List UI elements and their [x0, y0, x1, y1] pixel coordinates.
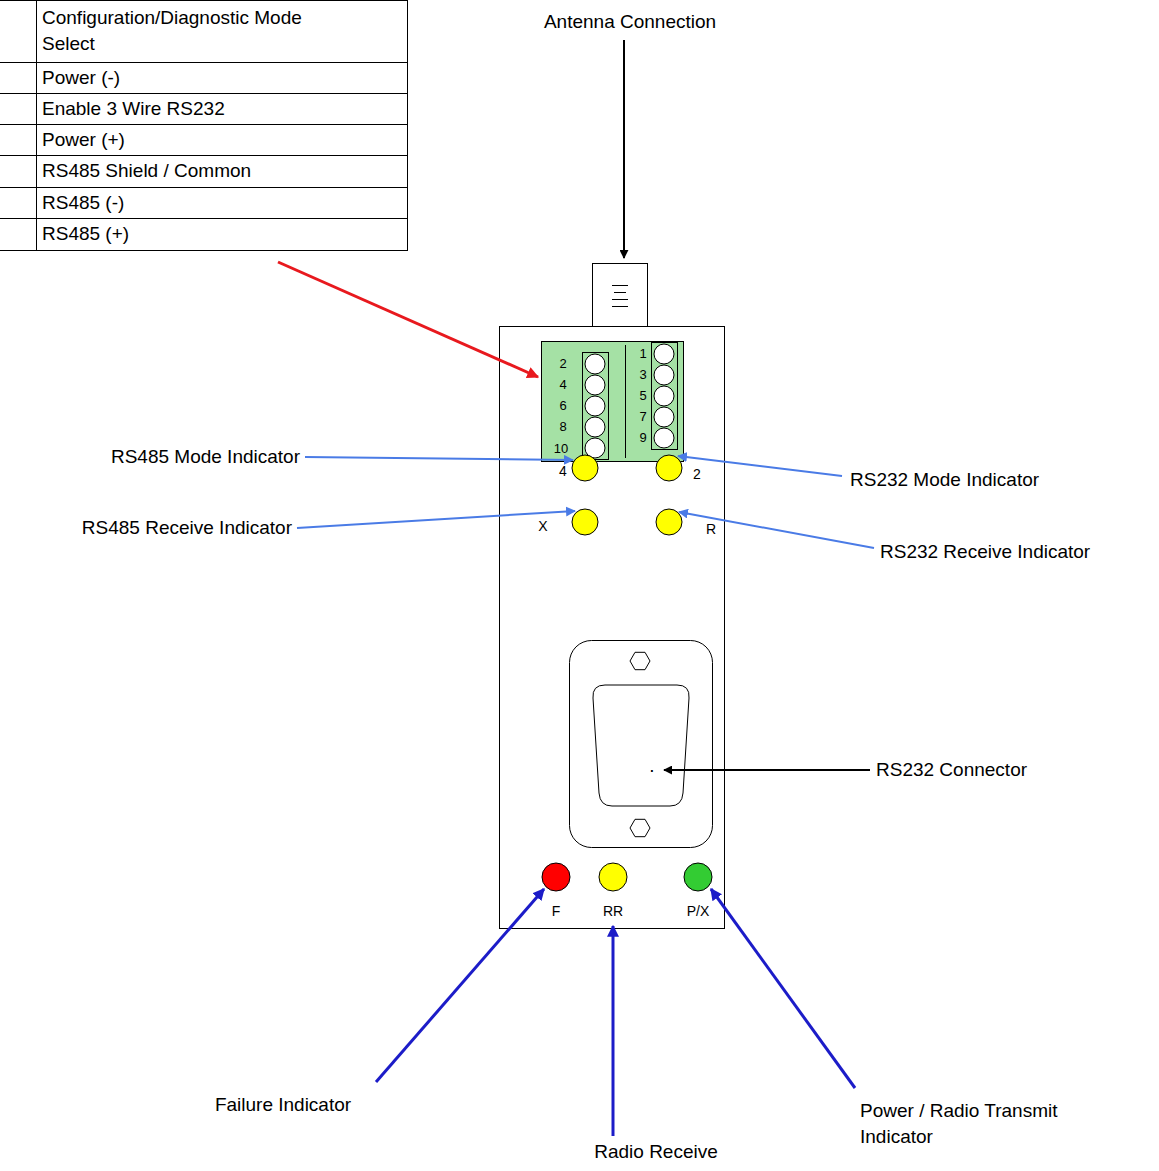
terminal-screw [654, 386, 674, 406]
pin-number: 2 [559, 356, 566, 372]
pin-function-cell: RS485 (-) [42, 192, 124, 215]
led-marking: P/X [687, 903, 710, 920]
antenna-connector [593, 264, 648, 327]
led-marking: F [552, 903, 561, 920]
pin-number: 8 [559, 419, 566, 435]
pin-function-cell: Enable 3 Wire RS232 [42, 98, 225, 121]
terminal-screw [654, 407, 674, 427]
terminal-screws [585, 344, 674, 458]
pin-number: 9 [639, 430, 646, 446]
callout-label: Power / Radio Transmit Indicator [860, 1098, 1075, 1149]
terminal-screw [585, 375, 605, 395]
pin-number: 5 [639, 388, 646, 404]
pin-number: 3 [639, 367, 646, 383]
pin-function-cell: Configuration/Diagnostic Mode Select [42, 5, 302, 56]
callout-label: RS232 Mode Indicator [850, 469, 1039, 492]
pin-number: 7 [639, 409, 646, 425]
terminal-block [542, 342, 684, 462]
callout-label: RS485 Mode Indicator [111, 446, 300, 469]
terminal-screw [654, 344, 674, 364]
callout-label: RS485 Receive Indicator [82, 517, 292, 540]
led-marking: 2 [693, 466, 701, 483]
terminal-screw [654, 365, 674, 385]
pin-number: 6 [559, 398, 566, 414]
pin-function-cell: RS485 (+) [42, 223, 129, 246]
pin-function-cell: Power (+) [42, 129, 125, 152]
pin-number: 1 [639, 346, 646, 362]
terminal-screw [585, 354, 605, 374]
connector-dot: . [649, 755, 654, 778]
led-marking: X [538, 518, 547, 535]
device-housing [500, 327, 725, 929]
callout-label: Antenna Connection [544, 11, 716, 34]
pin-function-cell: Power (-) [42, 67, 120, 90]
callout-label: RS232 Connector [876, 759, 1027, 782]
pin-number: 10 [554, 441, 568, 457]
callout-label: Radio Receive [594, 1141, 718, 1164]
pin-table [0, 0, 408, 251]
led-marking: 4 [559, 463, 567, 480]
pin-number: 4 [559, 377, 566, 393]
terminal-screw [585, 417, 605, 437]
terminal-screw [654, 428, 674, 448]
led-marking: R [706, 521, 716, 538]
leader-arrows [278, 40, 874, 1136]
callout-label: RS232 Receive Indicator [880, 541, 1090, 564]
pin-function-cell: RS485 Shield / Common [42, 160, 251, 183]
db9-connector [570, 641, 713, 848]
callout-label: Failure Indicator [215, 1094, 351, 1117]
indicator-leds [542, 455, 712, 891]
led-marking: RR [603, 903, 623, 920]
terminal-screw [585, 396, 605, 416]
